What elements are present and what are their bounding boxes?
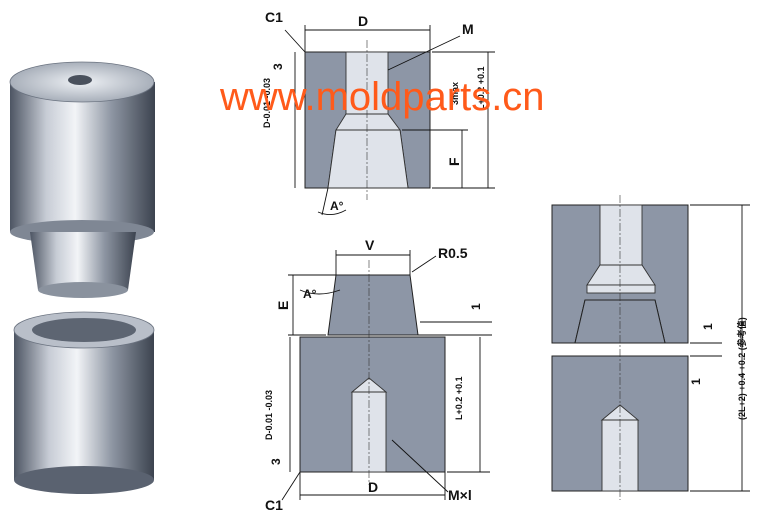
dim-c1-bottom-label: C1 bbox=[265, 497, 283, 513]
dim-v-label: V bbox=[365, 237, 375, 253]
assembly-drawing: (2L+2) +0.4 +0.2 (参考值) 1 1 bbox=[551, 195, 750, 500]
punch-drawing: D C1 M L+0.2 +0.1 F 3max D-0.01 -0.03 3 … bbox=[262, 9, 495, 216]
dim-3-bottom-label: 3 bbox=[269, 458, 283, 465]
dim-f-label: F bbox=[446, 157, 462, 166]
dim-e-label: E bbox=[275, 301, 291, 310]
dim-l-top-label: L+0.2 +0.1 bbox=[476, 66, 486, 110]
dim-1-right-bottom-label: 1 bbox=[689, 378, 703, 385]
dim-l-mid-label: L+0.2 +0.1 bbox=[454, 376, 464, 420]
product-photo bbox=[9, 61, 155, 494]
dim-3max-label: 3max bbox=[450, 82, 460, 105]
dim-1-right-top-label: 1 bbox=[701, 323, 715, 330]
dim-m-label: M bbox=[462, 21, 474, 37]
dim-2l-label: (2L+2) +0.4 +0.2 (参考值) bbox=[736, 317, 747, 420]
punch-part bbox=[9, 61, 155, 298]
dim-c1-label: C1 bbox=[265, 9, 283, 25]
dim-a-mid-label: A° bbox=[303, 287, 317, 301]
dim-a-label: A° bbox=[330, 199, 344, 213]
dim-d-bottom-label: D bbox=[368, 479, 378, 495]
dim-d-label: D bbox=[358, 13, 368, 29]
bushing-part bbox=[13, 311, 155, 494]
dim-d-tol-top-label: D-0.01 -0.03 bbox=[262, 78, 272, 128]
dim-d-tol-bottom-label: D-0.01 -0.03 bbox=[264, 390, 274, 440]
dim-mxl-label: M×l bbox=[448, 487, 472, 503]
bushing-drawing: V R0.5 E A° 1 L+0.2 +0.1 D C1 bbox=[264, 237, 492, 513]
dim-3-top-label: 3 bbox=[271, 63, 285, 70]
dim-r05-label: R0.5 bbox=[438, 245, 468, 261]
dim-1-mid-label: 1 bbox=[469, 303, 483, 310]
watermark: www.moldparts.cn bbox=[219, 75, 545, 119]
